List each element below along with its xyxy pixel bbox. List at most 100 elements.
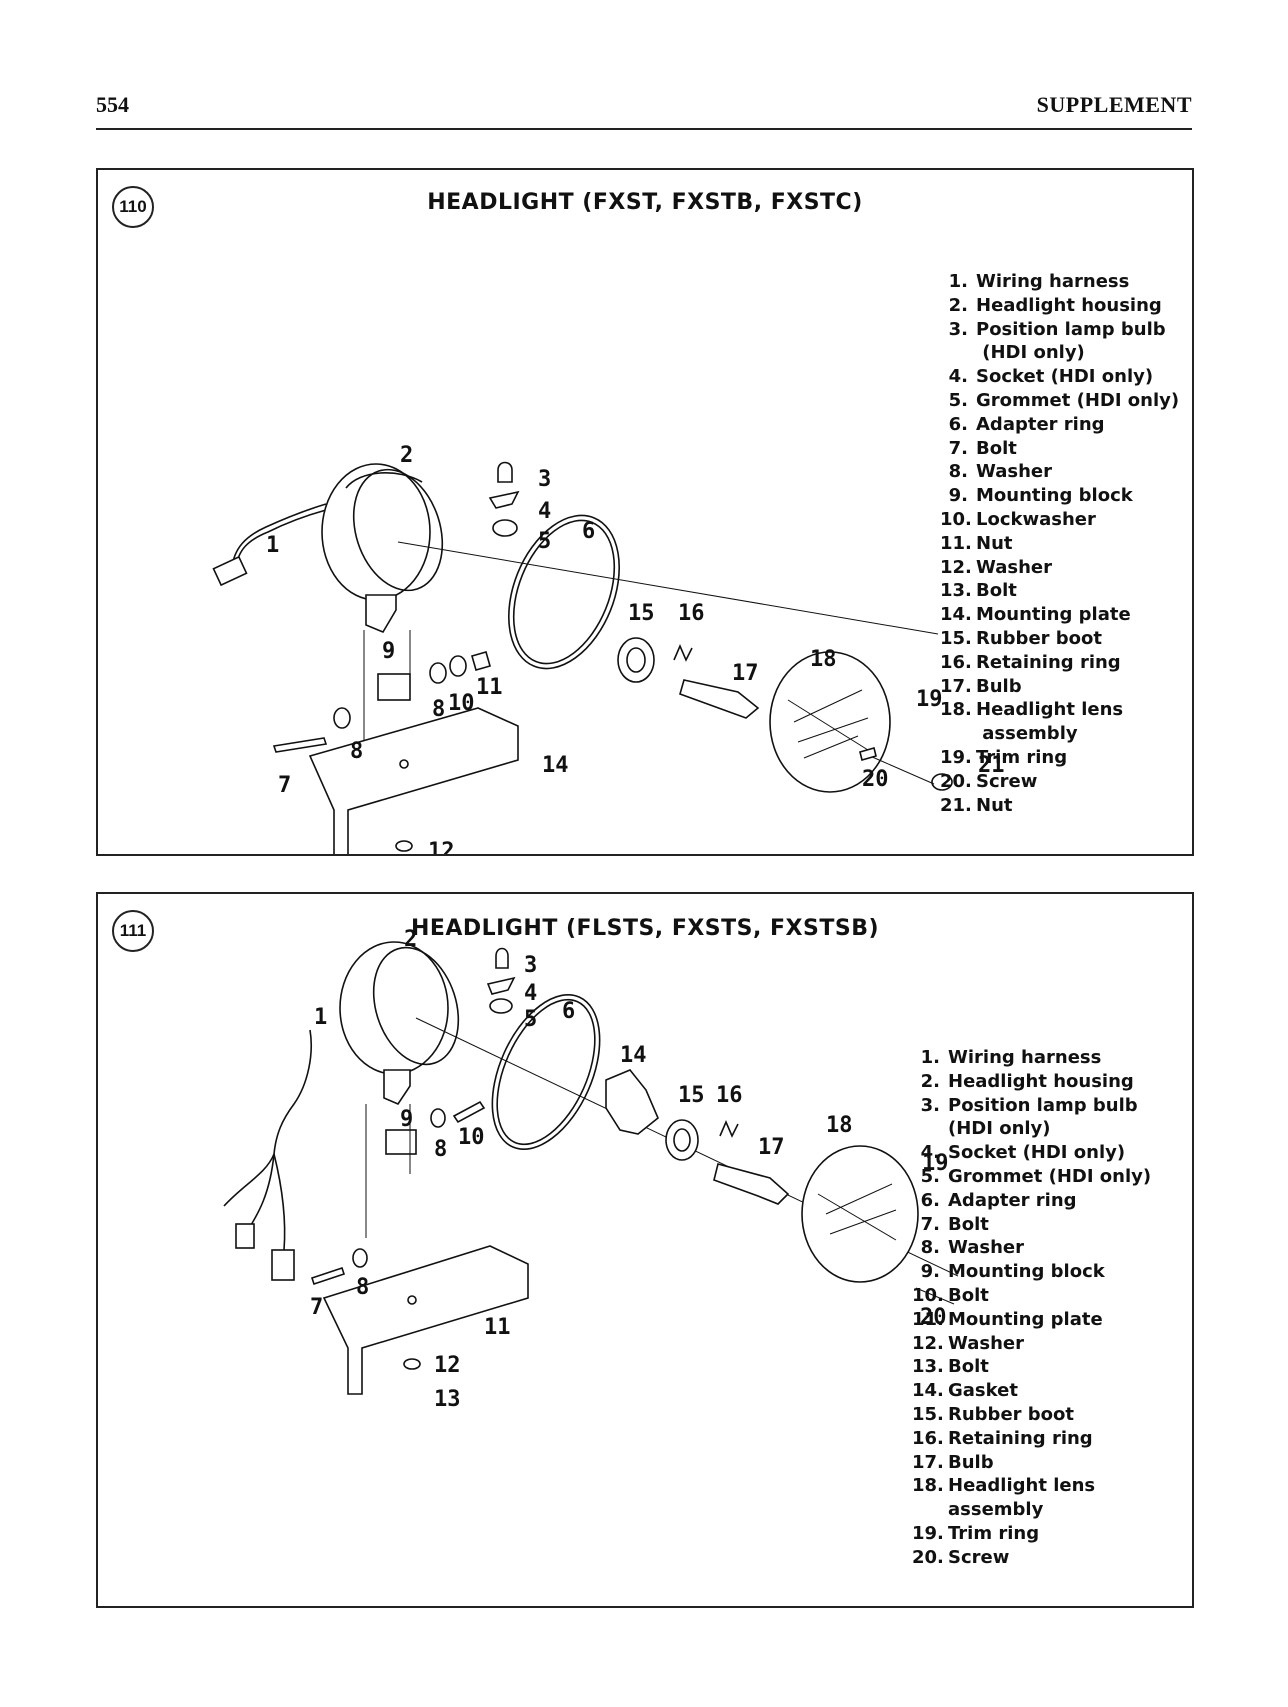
legend-item: 5.Grommet (HDI only) bbox=[948, 389, 1180, 411]
callout-21: 21 bbox=[978, 753, 1005, 778]
callout-5: 5 bbox=[524, 1007, 537, 1032]
callout-15: 15 bbox=[678, 1083, 705, 1108]
bulb bbox=[713, 1163, 790, 1205]
callout-17: 17 bbox=[732, 661, 759, 686]
callout-8b: 8 bbox=[432, 697, 445, 722]
bulb bbox=[679, 679, 760, 719]
callout-8b: 8 bbox=[434, 1137, 447, 1162]
legend-item: 8.Washer bbox=[920, 1237, 1024, 1259]
legend-item: 10.Bolt bbox=[912, 1284, 989, 1306]
headlight-lens-assembly bbox=[769, 651, 891, 793]
callout-14: 14 bbox=[542, 753, 569, 778]
legend-item: assembly bbox=[976, 723, 1078, 745]
mounting-plate bbox=[308, 707, 519, 854]
callout-19: 19 bbox=[922, 1151, 949, 1176]
callout-17: 17 bbox=[758, 1135, 785, 1160]
callout-3: 3 bbox=[524, 953, 537, 978]
washer-8b bbox=[333, 707, 351, 729]
wiring-harness bbox=[273, 1029, 313, 1155]
callout-4: 4 bbox=[524, 981, 537, 1006]
position-lamp-bulb bbox=[495, 947, 509, 969]
callout-7: 7 bbox=[310, 1295, 323, 1320]
callout-11: 11 bbox=[476, 675, 503, 700]
washer-8b bbox=[352, 1248, 368, 1268]
legend-item: 6.Adapter ring bbox=[948, 413, 1105, 435]
harness-connector-a bbox=[235, 1223, 255, 1249]
callout-10: 10 bbox=[448, 691, 475, 716]
adapter-ring bbox=[507, 514, 621, 670]
position-lamp-bulb bbox=[497, 461, 513, 483]
legend-item: 21.Nut bbox=[940, 794, 1013, 816]
retaining-ring bbox=[673, 643, 693, 662]
legend-item: 15.Rubber boot bbox=[940, 627, 1103, 649]
callouts-110: 1 2 3 4 5 6 7 8 8 9 10 11 12 13 14 15 16… bbox=[266, 443, 943, 854]
callout-1: 1 bbox=[314, 1005, 327, 1030]
legend-item: 7.Bolt bbox=[948, 437, 1017, 459]
parts-legend-110: 1.Wiring harness 2.Headlight housing 3.P… bbox=[940, 270, 1179, 817]
bolt-10 bbox=[452, 1100, 486, 1124]
legend-item: 15.Rubber boot bbox=[912, 1403, 1075, 1425]
lamp-grommet bbox=[492, 519, 518, 537]
legend-item: 9.Mounting block bbox=[948, 485, 1133, 507]
callout-12: 12 bbox=[434, 1353, 461, 1378]
callout-6: 6 bbox=[582, 519, 595, 544]
figure-110: 110 HEADLIGHT (FXST, FXSTB, FXSTC) bbox=[96, 168, 1194, 856]
legend-item: 17.Bulb bbox=[940, 675, 1022, 697]
lamp-socket bbox=[488, 490, 520, 509]
legend-item: 8.Washer bbox=[948, 461, 1052, 483]
callout-16: 16 bbox=[678, 601, 705, 626]
legend-item: 20.Screw bbox=[940, 770, 1038, 792]
callout-20: 20 bbox=[862, 767, 889, 792]
legend-item: 7.Bolt bbox=[920, 1213, 989, 1235]
callout-19: 19 bbox=[916, 687, 943, 712]
callout-2: 2 bbox=[404, 927, 417, 952]
legend-item: (HDI only) bbox=[948, 1118, 1051, 1140]
washer-12 bbox=[395, 840, 413, 852]
legend-item: 5.Grommet (HDI only) bbox=[920, 1165, 1152, 1187]
legend-item: 6.Adapter ring bbox=[920, 1189, 1077, 1211]
legend-item: 3.Position lamp bulb bbox=[948, 318, 1166, 340]
wiring-harness bbox=[235, 509, 327, 569]
legend-item: 13.Bolt bbox=[940, 580, 1017, 602]
callout-7: 7 bbox=[278, 773, 291, 798]
callouts-110-extra: 20 21 bbox=[859, 747, 1005, 792]
callout-2: 2 bbox=[400, 443, 413, 468]
legend-item: 12.Washer bbox=[912, 1332, 1024, 1354]
nut-11 bbox=[471, 651, 491, 671]
screw-leader bbox=[915, 1287, 955, 1305]
page-number: 554 bbox=[96, 92, 129, 117]
housing-bracket bbox=[365, 594, 397, 634]
parts-legend-111: 1.Wiring harness 2.Headlight housing 3.P… bbox=[912, 1046, 1151, 1570]
legend-item: 13.Bolt bbox=[912, 1356, 989, 1378]
legend-item: 11.Nut bbox=[940, 532, 1013, 554]
screw-20 bbox=[859, 747, 877, 761]
washer-8a bbox=[430, 1108, 446, 1128]
assembly-axis bbox=[397, 541, 939, 635]
legend-item: 16.Retaining ring bbox=[940, 651, 1121, 673]
legend-item: 4.Socket (HDI only) bbox=[948, 366, 1154, 388]
callout-8a: 8 bbox=[350, 739, 363, 764]
callout-8a: 8 bbox=[356, 1275, 369, 1300]
legend-item: 1.Wiring harness bbox=[920, 1047, 1102, 1068]
callout-13: 13 bbox=[434, 1387, 461, 1412]
headlight-lens-assembly bbox=[801, 1145, 919, 1283]
harness-connector-b bbox=[271, 1249, 295, 1281]
legend-item: 9.Mounting block bbox=[920, 1261, 1105, 1283]
legend-item: 1.Wiring harness bbox=[948, 271, 1130, 292]
washer-8a bbox=[429, 662, 447, 684]
section-title: SUPPLEMENT bbox=[1036, 92, 1192, 117]
figure-number-badge: 111 bbox=[112, 910, 154, 952]
lockwasher bbox=[449, 655, 467, 677]
lamp-grommet bbox=[489, 998, 513, 1014]
callout-9: 9 bbox=[400, 1107, 413, 1132]
callout-1: 1 bbox=[266, 533, 279, 558]
callout-6: 6 bbox=[562, 999, 575, 1024]
callout-11: 11 bbox=[484, 1315, 511, 1340]
legend-item: 14.Mounting plate bbox=[940, 604, 1131, 626]
legend-item: 4.Socket (HDI only) bbox=[920, 1142, 1126, 1164]
rubber-boot bbox=[665, 1119, 699, 1161]
bolt-7 bbox=[272, 737, 328, 753]
callout-18: 18 bbox=[826, 1113, 853, 1138]
legend-item: 20.Screw bbox=[912, 1546, 1010, 1568]
legend-item: 2.Headlight housing bbox=[920, 1070, 1134, 1092]
